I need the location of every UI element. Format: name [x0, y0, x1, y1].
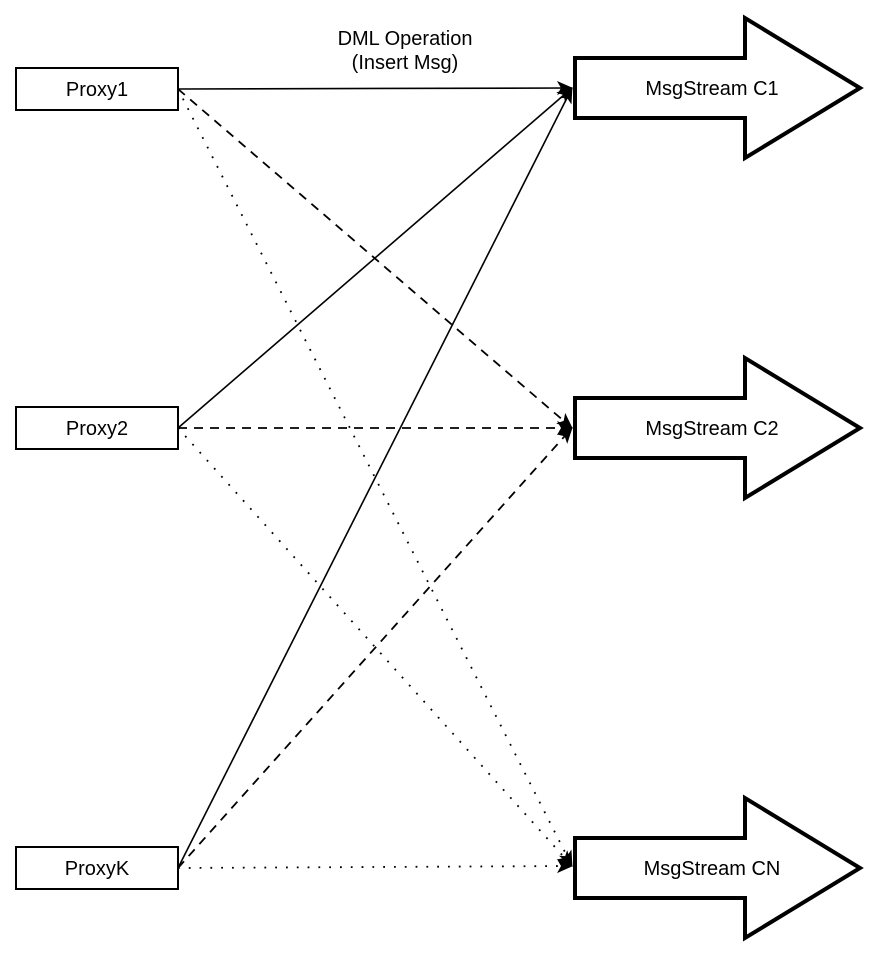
proxy2-node: Proxy2: [15, 406, 179, 450]
msgstream-cn-node: MsgStream CN: [573, 794, 864, 942]
edge-proxyk-to-c1-solid: [177, 87, 573, 869]
msgstream-cn-label: MsgStream CN: [644, 858, 781, 880]
msgstream-c1-arrow: [573, 14, 864, 162]
edge-proxy1-to-c2-dashed: [177, 88, 573, 429]
proxy2-label: Proxy2: [66, 418, 128, 440]
edge-proxyk-to-c2-dashed: [177, 427, 573, 869]
edge-proxy2-to-cn-dotted: [177, 427, 573, 867]
proxy2-box: [15, 406, 179, 450]
msgstream-c2-label: MsgStream C2: [645, 418, 778, 440]
edge-label-line2: (Insert Msg): [352, 52, 459, 74]
proxyk-node: ProxyK: [15, 846, 179, 890]
edge-label-line1: DML Operation: [338, 28, 473, 50]
msgstream-c1-node: MsgStream C1: [573, 14, 864, 162]
proxyk-label: ProxyK: [65, 858, 130, 880]
edge-proxy1-to-c1-solid: [177, 81, 573, 96]
msgstream-c2-node: MsgStream C2: [573, 354, 864, 502]
edge-lines: [177, 81, 573, 874]
edge-proxyk-to-cn-dotted: [177, 859, 573, 874]
proxy1-node: Proxy1: [15, 67, 179, 111]
msgstream-c1-label: MsgStream C1: [645, 78, 778, 100]
proxy1-box: [15, 67, 179, 111]
proxyk-box: [15, 846, 179, 890]
proxy1-label: Proxy1: [66, 79, 128, 101]
msgstream-cn-arrow: [573, 794, 864, 942]
msgstream-c2-arrow: [573, 354, 864, 502]
